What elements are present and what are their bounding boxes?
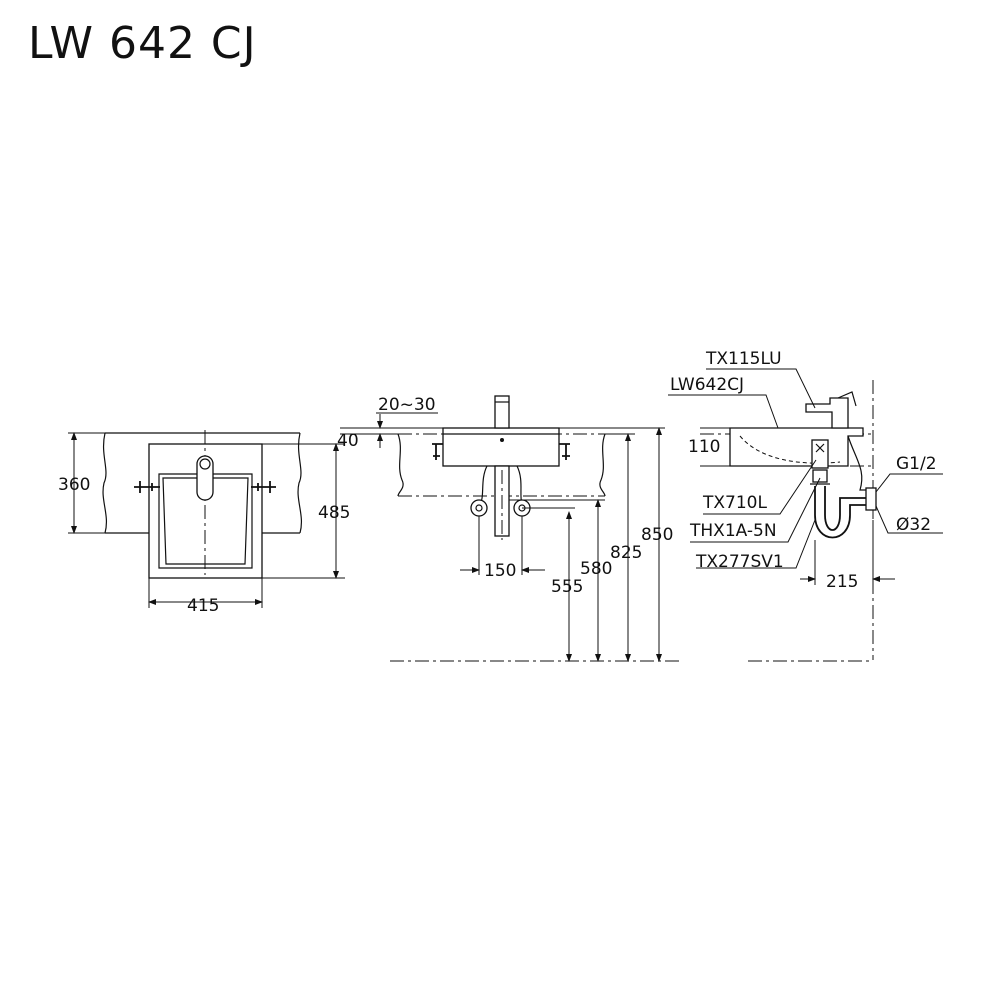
counter-break-right [599,433,606,497]
faucet-handle-icon [199,458,211,470]
break-line-left [102,432,107,534]
basin-bowl-inner [162,477,249,565]
dim-label-485: 485 [318,503,350,523]
bracket-left-elev [432,443,443,460]
dim-label-215: 215 [826,572,858,592]
valve-left-icon [470,499,488,517]
basin-bowl [158,473,253,569]
leader-waste [703,459,817,515]
faucet-plan [196,455,214,501]
section-view: 110 215 TX115LU LW642CJ TX710L THX1A-5N … [668,349,943,662]
supply-hose-right [516,465,523,506]
leader-thread [875,473,943,493]
faucet-body [494,395,510,429]
label-faucet-model: TX115LU [705,349,782,369]
bracket-right [251,481,276,493]
label-valve-model: THX1A-5N [689,521,777,541]
label-basin-model: LW642CJ [670,375,744,395]
waste-fitting [811,439,829,469]
elevation-view: 20~30 40 150 555 580 825 850 [337,395,680,662]
dim-label-825: 825 [610,543,642,563]
trap-pipe [814,486,870,539]
dim-label-40: 40 [337,431,359,451]
wall-flange [865,487,877,511]
dim-label-555: 555 [551,577,583,597]
basin-section [729,427,864,467]
dim-label-580: 580 [580,559,612,579]
page-title: LW 642 CJ [28,18,257,69]
label-drain-diameter: Ø32 [896,515,931,535]
supply-hose-left [479,465,488,506]
dim-label-110: 110 [688,437,720,457]
label-trap-model: TX277SV1 [695,552,784,572]
leader-basin [668,394,779,429]
label-supply-thread: G1/2 [896,454,937,474]
leader-drain [875,505,943,534]
supply-hose-section [847,435,870,491]
dim-label-20-30: 20~30 [378,395,436,415]
break-line-right [297,432,302,534]
dim-label-150: 150 [484,561,516,581]
dim-label-850: 850 [641,525,673,545]
label-waste-model: TX710L [702,493,767,513]
leader-trap [696,519,816,569]
dim-label-360: 360 [58,475,90,495]
plan-view: 360 485 415 [58,430,350,616]
bracket-left [134,481,160,493]
dim-label-415: 415 [187,596,219,616]
leader-faucet [706,368,816,409]
leader-valve [690,477,821,543]
bracket-right-elev [559,443,570,460]
faucet-section [805,397,849,429]
counter-break-left [397,433,404,497]
